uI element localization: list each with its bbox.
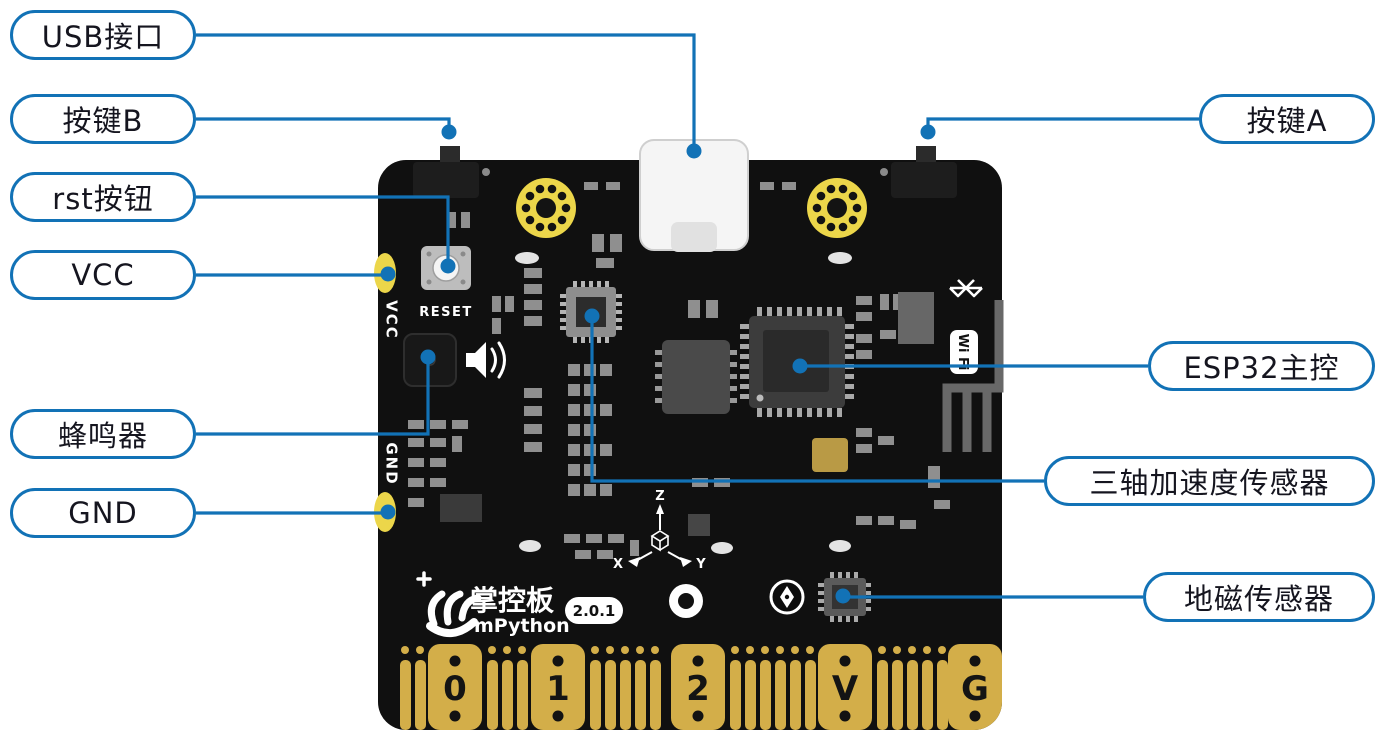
edge-pin-labels: 0 1 2 V G (443, 669, 989, 709)
mid-chip (655, 340, 737, 414)
pin-label-1: 1 (546, 669, 570, 709)
callout-button-a: 按键A (1199, 94, 1375, 144)
mounting-ring-right (807, 178, 867, 238)
line-accelerometer (590, 318, 1044, 483)
reset-label: RESET (419, 305, 473, 320)
callout-buzzer: 蜂鸣器 (10, 409, 196, 459)
callout-vcc: VCC (10, 250, 196, 300)
axis-x-label: X (613, 557, 623, 572)
line-button-b (196, 117, 451, 130)
mounting-hole (669, 584, 703, 618)
callout-usb-port: USB接口 (10, 10, 196, 60)
version-badge (565, 597, 623, 624)
crystal (812, 438, 848, 472)
axis-indicator: Z X Y (613, 489, 706, 572)
gnd-label: GND (383, 442, 401, 485)
pin-label-v: V (832, 669, 859, 709)
axis-z-label: Z (655, 489, 664, 504)
callout-accelerometer: 三轴加速度传感器 (1044, 456, 1375, 506)
speaker-icon (466, 341, 506, 379)
pin-label-g: G (961, 669, 989, 709)
callout-lines (196, 33, 1199, 599)
board-name-en: mPython (474, 615, 570, 637)
line-button-a (926, 117, 1199, 130)
callout-esp32: ESP32主控 (1148, 341, 1375, 391)
mounting-ring-left (516, 178, 576, 238)
callout-gnd: GND (10, 488, 196, 538)
wifi-badge: Wi Fi (950, 330, 978, 374)
mpython-logo: 掌控板 mPython 2.0.1 (416, 571, 623, 637)
callout-button-b: 按键B (10, 94, 196, 144)
pin-label-2: 2 (686, 669, 710, 709)
edge-connector: 0 1 2 V G (400, 644, 1002, 730)
vcc-label: VCC (383, 300, 401, 340)
reset-button: RESET (419, 246, 473, 320)
version-label: 2.0.1 (573, 602, 616, 620)
callout-dots (380, 124, 936, 604)
line-usb-port (196, 33, 696, 150)
callout-rst-button: rst按钮 (10, 172, 196, 222)
button-b (413, 146, 490, 198)
usb-c-port (639, 139, 749, 252)
line-buzzer (196, 359, 430, 436)
board-name-cn: 掌控板 (470, 584, 554, 617)
wifi-label: Wi Fi (955, 334, 970, 371)
antenna-trace (942, 300, 1004, 452)
axis-y-label: Y (695, 557, 706, 572)
callout-magnetometer: 地磁传感器 (1143, 572, 1375, 622)
button-a (880, 146, 957, 198)
silkscreen-marks (515, 252, 852, 554)
bluetooth-icon (949, 279, 983, 298)
line-rst-button (196, 195, 450, 264)
compass-icon (769, 579, 805, 615)
pin-label-0: 0 (443, 669, 467, 709)
accelerometer-chip (560, 281, 622, 343)
